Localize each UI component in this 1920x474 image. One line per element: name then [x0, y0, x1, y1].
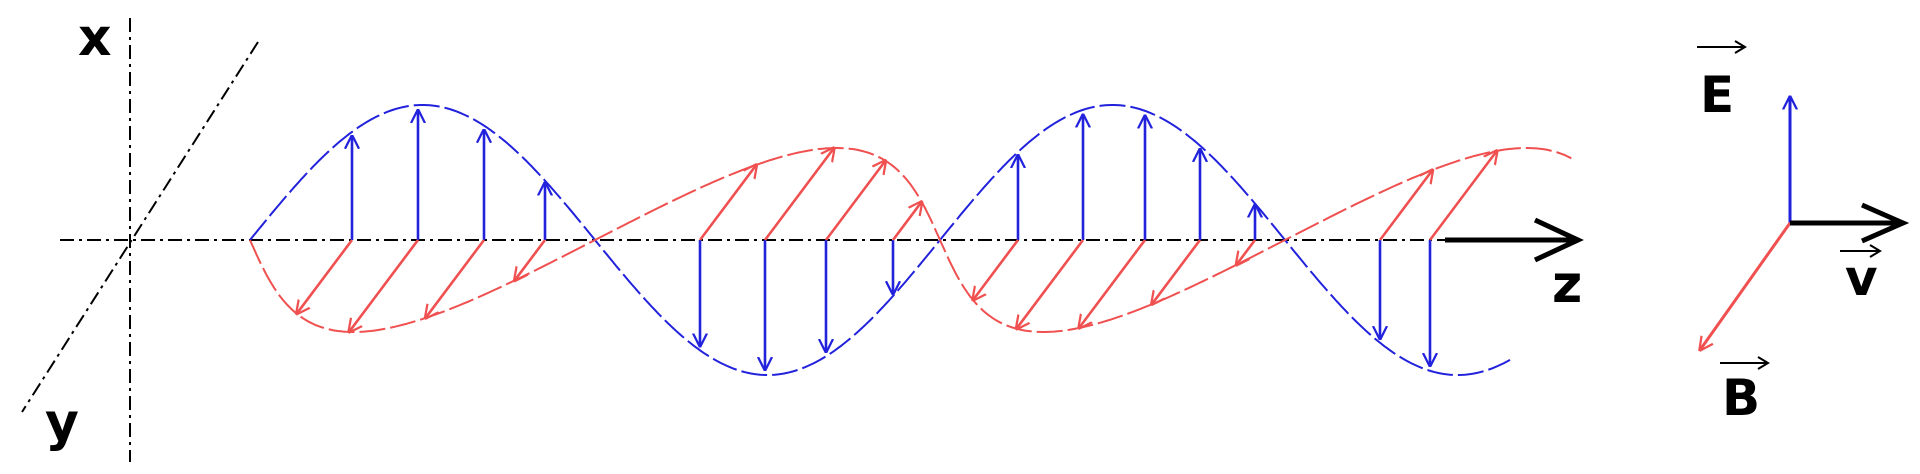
- b-field-vector: [824, 161, 885, 241]
- legend: E B v: [1697, 40, 1910, 427]
- legend-v-label: v: [1845, 249, 1878, 307]
- vector-arrow-icon: [1840, 244, 1882, 258]
- vector-arrow-icon: [1720, 356, 1770, 370]
- b-field-vector: [763, 148, 834, 241]
- vector-arrow-icon: [1697, 40, 1747, 54]
- z-axis-arrow-icon: [1445, 217, 1584, 263]
- b-field-vector: [1378, 170, 1433, 241]
- b-field-vector: [426, 239, 486, 318]
- x-axis-label: x: [78, 8, 112, 68]
- legend-b-arrow: [1700, 222, 1792, 350]
- legend-v-arrow: [1790, 202, 1910, 244]
- b-field-vector: [1016, 239, 1085, 329]
- b-field-vector: [891, 202, 922, 241]
- legend-b-label: B: [1722, 369, 1760, 427]
- b-field-vector: [1428, 151, 1497, 241]
- legend-e-label: E: [1700, 66, 1734, 124]
- b-field-vector: [515, 239, 547, 280]
- electric-field-wave: [249, 104, 1511, 376]
- y-axis-line: [21, 41, 259, 413]
- b-field-vector: [1236, 239, 1257, 265]
- y-axis-label: y: [45, 393, 79, 453]
- b-field-vector: [973, 239, 1020, 300]
- magnetic-field-layer: [249, 147, 1572, 333]
- b-field-vector: [297, 239, 354, 314]
- b-field-vector: [1152, 239, 1202, 304]
- z-axis-label: z: [1552, 255, 1582, 315]
- b-field-vector: [1079, 239, 1147, 328]
- b-field-vector: [349, 239, 420, 332]
- b-field-vector: [698, 165, 756, 241]
- magnetic-field-wave: [249, 147, 1572, 333]
- electric-field-layer: [249, 104, 1511, 376]
